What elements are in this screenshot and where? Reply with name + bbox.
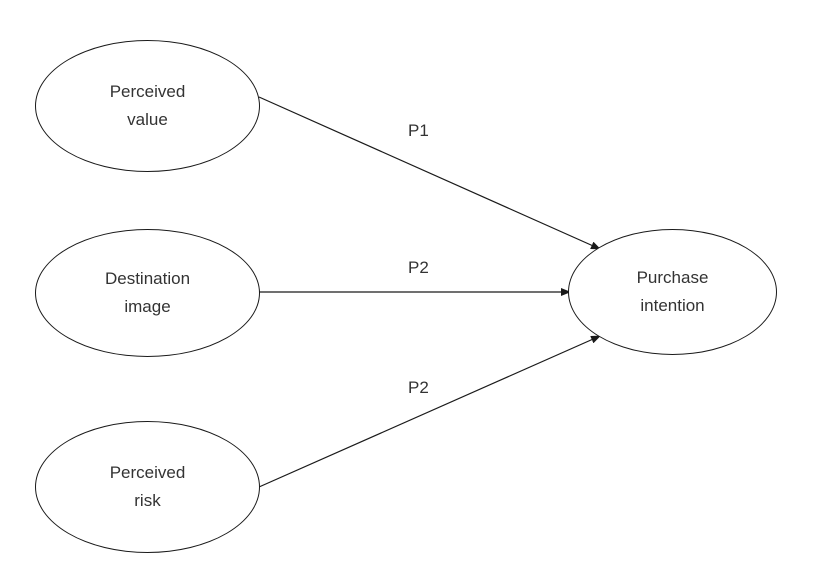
node-destination-image-line2: image [124,297,171,316]
node-destination-image: Destination image [35,229,260,357]
edge-label-p1: P1 [408,121,429,140]
edge-perceived-risk-to-purchase-intention [258,335,601,488]
node-perceived-value-line1: Perceived [109,82,186,101]
node-destination-image-line1: Destination [104,269,191,288]
node-perceived-value-line2: value [127,110,168,129]
edge-perceived-value-to-purchase-intention [258,96,601,250]
node-perceived-risk: Perceived risk [35,421,260,553]
node-purchase-intention-line2: intention [640,296,705,315]
node-purchase-intention: Purchase intention [568,229,777,355]
node-purchase-intention-line1: Purchase [636,268,709,287]
edge-label-p2-risk: P2 [408,378,429,397]
edge-label-p2-destination: P2 [408,258,429,277]
node-perceived-risk-line2: risk [134,491,161,510]
node-perceived-value: Perceived value [35,40,260,172]
node-perceived-risk-line1: Perceived [109,463,186,482]
